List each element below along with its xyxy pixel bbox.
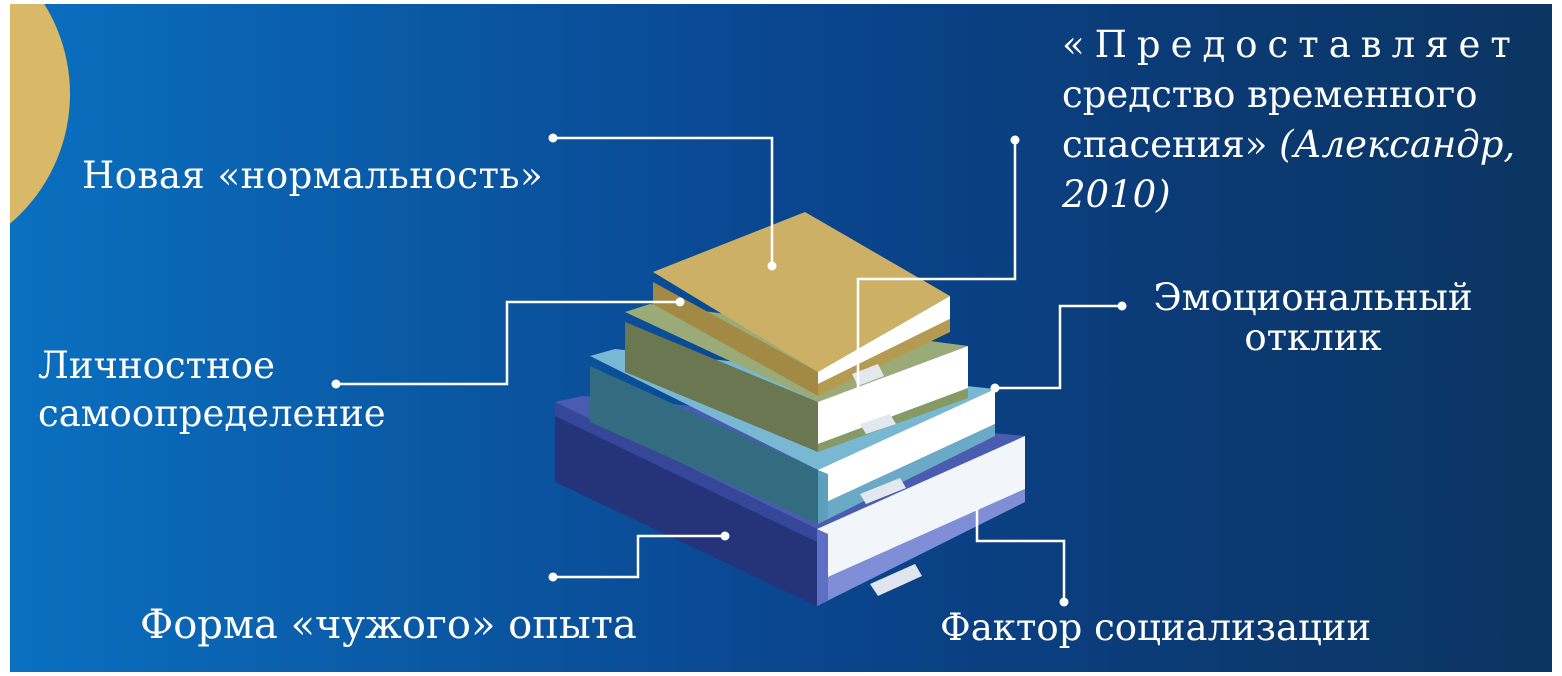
book-stack-diagram <box>10 4 1127 607</box>
label-personal-line2: самоопределение <box>38 392 386 435</box>
quote-line2: средство временного <box>1062 73 1478 116</box>
label-emotional-line1: Эмоциональный <box>1153 276 1473 319</box>
connector-dots <box>331 133 1127 607</box>
decorative-circle <box>10 4 70 224</box>
connector-socialization <box>975 509 1066 602</box>
label-emotional-response: Эмоциональный отклик <box>1128 278 1498 358</box>
connector-emotional <box>995 304 1122 390</box>
label-emotional-line2: отклик <box>1244 316 1382 359</box>
quote-citation-year: 2010) <box>1062 173 1171 216</box>
quote-citation-author: (Александр, <box>1279 123 1516 166</box>
connector-lines <box>336 136 1122 602</box>
label-personal-self-determination: Личностное самоопределение <box>38 342 386 438</box>
connector-quote <box>856 140 1017 414</box>
connector-new-normality <box>553 136 774 266</box>
label-socialization-factor: Фактор социализации <box>940 606 1372 649</box>
label-personal-line1: Личностное <box>38 344 275 387</box>
slide: Новая «нормальность» Личностное самоопре… <box>10 4 1552 672</box>
quote-line1: «Предоставляет <box>1062 23 1521 66</box>
quote-line3-text: спасения» <box>1062 123 1268 166</box>
label-quote: «Предоставляет средство временного спасе… <box>1062 20 1532 220</box>
label-new-normality: Новая «нормальность» <box>82 154 544 197</box>
quote-line3: спасения» (Александр, <box>1062 120 1532 170</box>
label-foreign-experience: Форма «чужого» опыта <box>140 602 637 648</box>
connector-personal <box>336 300 680 386</box>
book-gold <box>653 212 950 396</box>
connector-foreign <box>553 534 725 579</box>
